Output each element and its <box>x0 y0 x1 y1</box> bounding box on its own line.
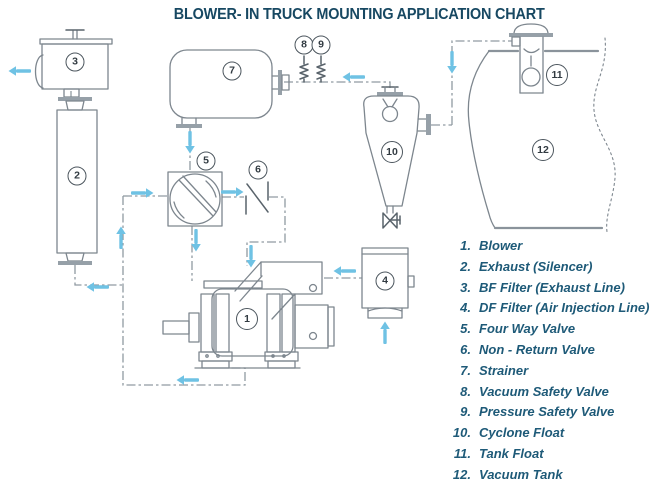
legend-num: 12. <box>452 466 471 482</box>
silencer-symbol <box>56 97 98 265</box>
badge-cyclone-float: 10 <box>381 141 403 163</box>
badge-bf-filter: 3 <box>65 52 85 72</box>
strainer-symbol <box>169 49 290 128</box>
chart-title: BLOWER- IN TRUCK MOUNTING APPLICATION CH… <box>173 6 545 23</box>
legend-label: Vacuum Safety Valve <box>479 383 609 399</box>
legend-label: Blower <box>479 238 523 253</box>
legend-label: Exhaust (Silencer) <box>479 258 593 274</box>
legend-item-3: 3. BF Filter (Exhaust Line) <box>448 280 646 301</box>
legend-item-2: 2. Exhaust (Silencer) <box>448 259 646 280</box>
badge-df-filter: 4 <box>375 271 395 291</box>
flow-lines <box>70 40 512 386</box>
badge-blower: 1 <box>236 308 258 330</box>
badge-pressure-safety-valve: 9 <box>311 35 331 55</box>
legend-item-7: 7. Strainer <box>448 363 646 384</box>
legend: 1. Blower 2. Exhaust (Silencer) 3. BF Filte… <box>448 238 650 488</box>
badge-silencer: 2 <box>67 166 87 186</box>
badge-strainer: 7 <box>222 61 242 81</box>
legend-item-6: 6. Non - Return Valve <box>448 342 646 363</box>
df-filter-symbol <box>361 247 415 319</box>
badge-vacuum-tank: 12 <box>532 139 554 161</box>
legend-label: Pressure Safety Valve <box>479 404 615 420</box>
legend-num: 11. <box>453 445 471 461</box>
legend-item-1: 1. Blower <box>448 238 646 259</box>
legend-item-10: 10. Cyclone Float <box>448 425 646 446</box>
tank-float-symbol <box>509 23 553 94</box>
legend-num: 5. <box>460 321 471 337</box>
legend-item-9: 9. Pressure Safety Valve <box>448 404 646 425</box>
badge-tank-float: 11 <box>546 64 568 86</box>
legend-item-4: 4. DF Filter (Air Injection Line) <box>448 300 650 321</box>
legend-num: 9. <box>460 404 471 420</box>
legend-item-8: 8. Vacuum Safety Valve <box>448 384 646 405</box>
legend-item-5: 5. Four Way Valve <box>448 321 646 342</box>
non-return-valve-symbol <box>245 181 269 215</box>
legend-item-11: 11. Tank Float <box>448 446 646 467</box>
legend-label: Non - Return Valve <box>479 341 595 357</box>
legend-label: Cyclone Float <box>479 425 565 441</box>
badge-four-way-valve: 5 <box>196 151 216 171</box>
vacuum-tank-symbol <box>467 37 616 233</box>
legend-num: 8. <box>460 383 471 399</box>
legend-num: 3. <box>460 279 471 295</box>
blower-symbol <box>162 261 335 369</box>
badge-non-return-valve: 6 <box>248 160 268 180</box>
legend-num: 4. <box>460 300 471 316</box>
safety-valves-symbol <box>299 55 326 83</box>
legend-label: Strainer <box>479 362 529 378</box>
four-way-valve-symbol <box>167 171 223 227</box>
cyclone-float-symbol <box>363 86 431 229</box>
legend-num: 10. <box>452 425 471 441</box>
bf-filter-symbol <box>34 29 113 98</box>
legend-label: BF Filter (Exhaust Line) <box>479 279 625 295</box>
legend-num: 2. <box>460 258 471 274</box>
legend-num: 6. <box>460 341 471 357</box>
legend-item-12: 12. Vacuum Tank <box>448 467 646 488</box>
legend-label: DF Filter (Air Injection Line) <box>479 300 650 316</box>
legend-label: Four Way Valve <box>479 321 576 337</box>
legend-num: 1. <box>460 238 471 253</box>
legend-label: Vacuum Tank <box>479 466 563 482</box>
legend-num: 7. <box>460 362 471 378</box>
legend-label: Tank Float <box>479 445 544 461</box>
